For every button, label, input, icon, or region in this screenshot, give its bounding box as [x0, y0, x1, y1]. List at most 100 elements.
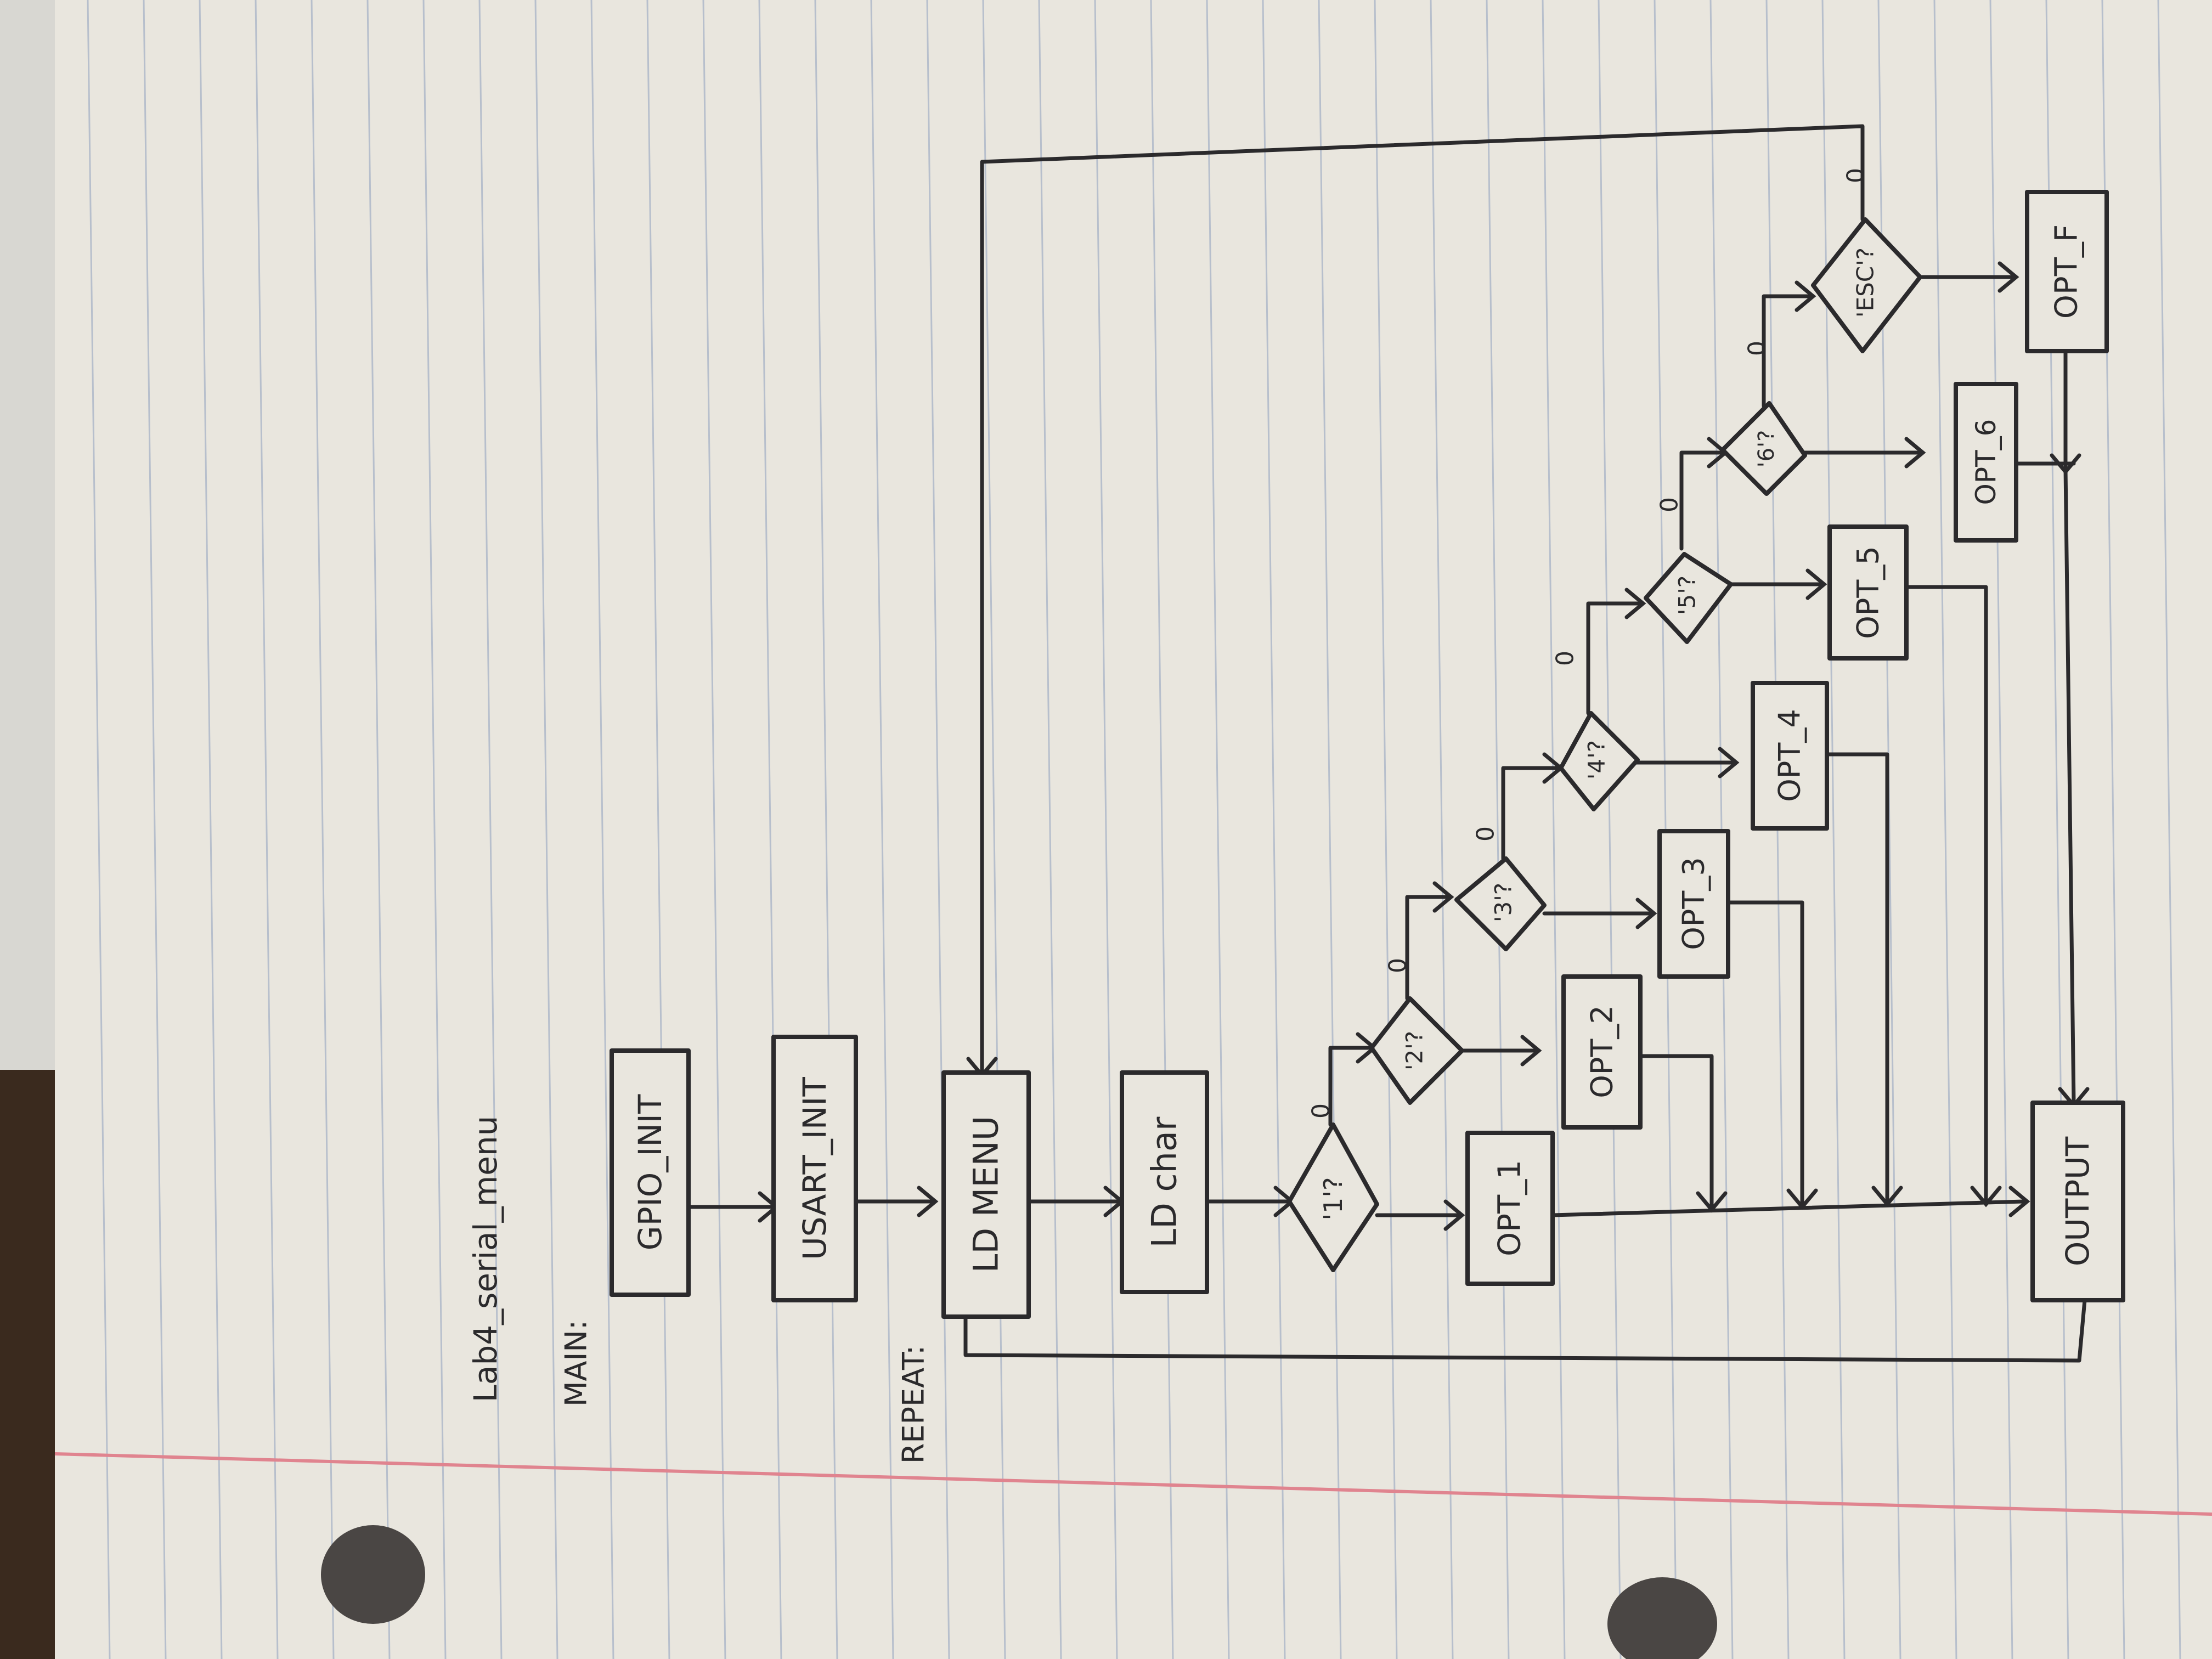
- box-opt-3: [1657, 829, 1730, 979]
- no-label-d4: 0: [1550, 651, 1578, 666]
- rule-line: [982, 0, 1006, 1659]
- rule-line: [1150, 0, 1174, 1659]
- box-gpio-init: [610, 1048, 691, 1297]
- no-label-d3: 0: [1470, 826, 1498, 842]
- diamond-d2: [1369, 996, 1464, 1105]
- rule-line: [1598, 0, 1622, 1659]
- arrow-heads: [758, 261, 2090, 1231]
- rule-line: [366, 0, 391, 1659]
- rule-line: [1430, 0, 1454, 1659]
- rule-line: [1038, 0, 1062, 1659]
- flowchart-connectors: [686, 124, 2090, 1363]
- diamond-d1-label: '1'?: [1318, 1177, 1348, 1221]
- diamond-d3: [1454, 856, 1547, 951]
- box-ld-menu: [941, 1070, 1031, 1319]
- rule-line: [199, 0, 223, 1659]
- line-opt2-to-output: [1638, 1054, 1714, 1209]
- rule-line: [143, 0, 167, 1659]
- box-ld-char-label: LD char: [1144, 1116, 1184, 1248]
- no-label-desc: 0: [1841, 168, 1869, 183]
- diamond-d5: [1644, 552, 1733, 644]
- box-usart-init-label: USART_INIT: [796, 1077, 833, 1260]
- box-opt-1: [1465, 1131, 1555, 1286]
- no-branch-labels: 0 0 0 0 0 0 0: [1306, 168, 1869, 1119]
- box-usart-init: [771, 1035, 858, 1302]
- line-opt3-to-output: [1726, 900, 1804, 1206]
- line-opt5-to-output: [1904, 585, 1988, 1204]
- rule-line: [87, 0, 111, 1659]
- box-opt-f-label: OPT_F: [2049, 224, 2085, 319]
- box-opt-3-label: OPT_3: [1677, 857, 1711, 950]
- no-label-d5: 0: [1654, 497, 1682, 512]
- rule-line: [1206, 0, 1230, 1659]
- no-label-d1: 0: [1306, 1103, 1334, 1119]
- flowchart-text: Lab4_serial_menu MAIN: REPEAT: GPIO_INIT…: [467, 224, 2096, 1464]
- diamond-d2-label: '2'?: [1401, 1031, 1428, 1070]
- box-ld-char: [1120, 1070, 1209, 1294]
- box-output-label: OUTPUT: [2059, 1136, 2096, 1266]
- line-opt4-to-output: [1825, 752, 1889, 1204]
- box-opt-4: [1751, 681, 1829, 831]
- process-boxes: [610, 190, 2125, 1319]
- no-label-d6: 0: [1742, 341, 1770, 356]
- rule-line: [1262, 0, 1286, 1659]
- rule-line: [870, 0, 894, 1659]
- rule-line: [1318, 0, 1342, 1659]
- rule-line: [1486, 0, 1510, 1659]
- rule-line: [2157, 0, 2181, 1659]
- diamond-d3-label: '3'?: [1490, 883, 1517, 922]
- arrow-d1-to-d2: [1328, 1046, 1374, 1127]
- main-label: MAIN:: [559, 1320, 594, 1407]
- box-opt-5: [1827, 524, 1909, 661]
- line-opt1-to-output: [1550, 1199, 2027, 1217]
- box-opt-2: [1561, 974, 1643, 1130]
- diamond-desc: [1811, 217, 1922, 353]
- diamond-d6: [1720, 401, 1807, 496]
- box-opt-6-label: OPT_6: [1970, 419, 2002, 505]
- rule-line: [1374, 0, 1398, 1659]
- diamond-d4: [1559, 711, 1640, 811]
- rule-line: [646, 0, 670, 1659]
- rule-line: [311, 0, 335, 1659]
- margin-line: [54, 1452, 2212, 1516]
- box-opt-2-label: OPT_2: [1585, 1005, 1620, 1098]
- page-title: Lab4_serial_menu: [467, 1116, 504, 1403]
- arrow-d3-to-d4: [1501, 766, 1560, 861]
- no-label-d2: 0: [1383, 958, 1410, 973]
- binder-hole: [321, 1525, 425, 1624]
- diamond-d1: [1287, 1122, 1379, 1272]
- diamond-d4-label: '4'?: [1583, 740, 1610, 780]
- box-opt-5-label: OPT_5: [1851, 546, 1886, 639]
- diamond-d6-label: '6'?: [1754, 430, 1779, 468]
- rule-line: [814, 0, 838, 1659]
- arrow-d5-to-d6: [1679, 450, 1725, 551]
- repeat-label: REPEAT:: [896, 1345, 931, 1464]
- box-opt-4-label: OPT_4: [1773, 709, 1807, 802]
- arrow-d6-to-desc: [1762, 294, 1813, 408]
- box-opt-f: [2025, 190, 2109, 353]
- rule-line: [1542, 0, 1566, 1659]
- arrow-d2-to-d3: [1405, 895, 1451, 1001]
- rule-line: [758, 0, 782, 1659]
- rule-line: [478, 0, 503, 1659]
- rule-line: [702, 0, 726, 1659]
- rule-line: [534, 0, 558, 1659]
- decision-diamonds: [1287, 217, 1922, 1272]
- rule-line: [926, 0, 950, 1659]
- ruled-lines: [87, 0, 2181, 1659]
- diamond-d5-label: '5'?: [1674, 575, 1701, 615]
- binder-hole: [1607, 1577, 1717, 1659]
- rule-line: [590, 0, 614, 1659]
- box-output: [2030, 1101, 2125, 1302]
- arrow-d4-to-d5: [1586, 601, 1643, 715]
- arrow-desc-loop-to-ldmenu: [980, 124, 1865, 1075]
- rule-line: [422, 0, 447, 1659]
- rule-line: [1094, 0, 1118, 1659]
- box-opt-6: [1954, 382, 2018, 543]
- rule-line: [255, 0, 279, 1659]
- box-opt-1-label: OPT_1: [1492, 1160, 1528, 1256]
- box-ld-menu-label: LD MENU: [966, 1116, 1006, 1273]
- box-gpio-init-label: GPIO_INIT: [631, 1094, 669, 1250]
- diamond-desc-label: 'ESC'?: [1852, 247, 1879, 318]
